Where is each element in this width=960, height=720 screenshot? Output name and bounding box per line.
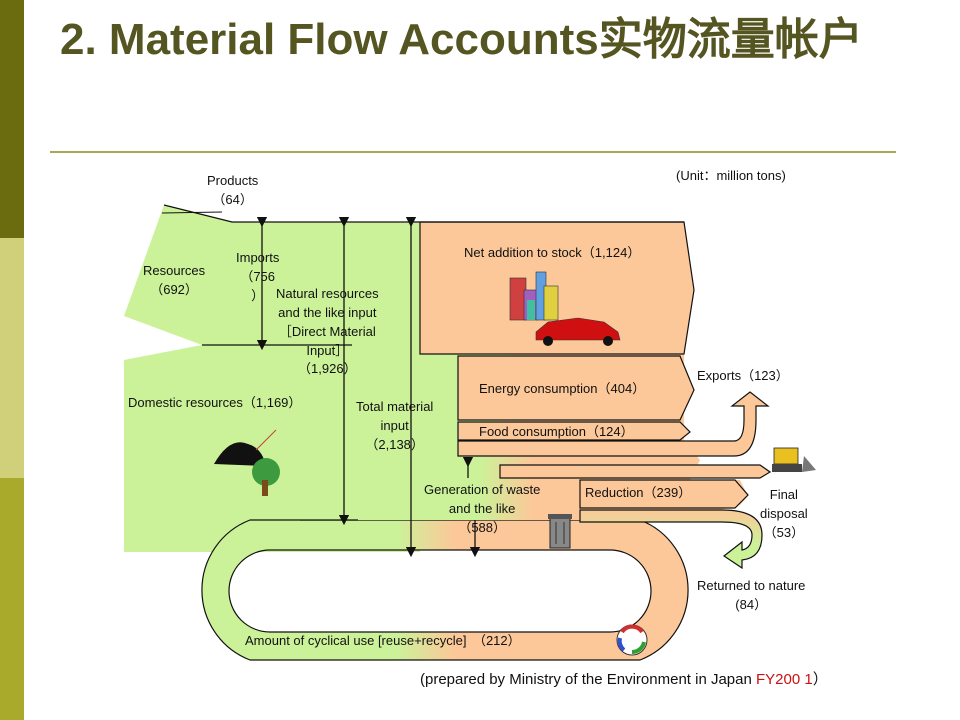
waste-value: （588） bbox=[458, 519, 507, 535]
products-value: （64） bbox=[212, 191, 253, 207]
energy-label: Energy consumption（404） bbox=[479, 381, 646, 396]
net-addition-label: Net addition to stock（1,124） bbox=[464, 245, 641, 260]
food-stream bbox=[457, 421, 691, 441]
energy-stream bbox=[457, 355, 695, 421]
exports-label: Exports（123） bbox=[697, 368, 789, 383]
car-icon bbox=[535, 317, 621, 346]
title-divider bbox=[50, 151, 896, 153]
rock-pile-icon bbox=[214, 442, 266, 466]
imports-label: Imports （756 ） bbox=[236, 249, 279, 306]
credit-suffix: ） bbox=[812, 671, 828, 688]
recycle-icon bbox=[616, 624, 648, 656]
returned-line: Returned to nature bbox=[697, 578, 806, 593]
resources-label-text: Resources bbox=[143, 263, 206, 278]
returned-value: (84） bbox=[735, 596, 768, 612]
bulldozer-icon bbox=[772, 447, 816, 472]
domestic-resources-label: Domestic resources（1,169） bbox=[128, 395, 302, 410]
waste-label: Generation of waste and the like （588） bbox=[424, 481, 540, 538]
sidebar-decoration bbox=[0, 0, 24, 720]
food-label: Food consumption（124） bbox=[479, 424, 634, 439]
reduction-label: Reduction（239） bbox=[585, 485, 692, 500]
unit-note: (Unit：million tons) bbox=[676, 168, 786, 183]
waste-line: and the like bbox=[448, 500, 516, 516]
natural-resources-line: Input］ bbox=[306, 342, 349, 358]
products-label-text: Products bbox=[207, 173, 259, 188]
final-disposal-value: （53） bbox=[763, 524, 805, 540]
total-input-line: Total material bbox=[356, 399, 434, 414]
imports-value: （756 bbox=[240, 268, 276, 284]
natural-resources-line: and the like input bbox=[278, 304, 377, 320]
natural-resources-value: （1,926） bbox=[298, 361, 357, 377]
total-input-line: input bbox=[380, 417, 409, 433]
waste-line: Generation of waste bbox=[424, 482, 541, 497]
final-disposal-stream bbox=[499, 464, 772, 479]
imports-value-close: ） bbox=[251, 287, 265, 303]
sidebar-segment bbox=[0, 238, 24, 478]
returned-stream bbox=[579, 509, 763, 570]
credit-prefix: (prepared by Ministry of the Environment… bbox=[420, 671, 756, 688]
final-disposal-line: disposal bbox=[760, 505, 808, 521]
total-input-label: Total material input （2,138） bbox=[356, 398, 433, 455]
exports-stream bbox=[457, 391, 770, 457]
sidebar-segment bbox=[0, 0, 24, 238]
final-disposal-line: Final bbox=[769, 487, 798, 502]
tree-icon bbox=[252, 458, 280, 496]
sidebar-segment bbox=[0, 478, 24, 720]
products-label: Products （64） bbox=[207, 172, 258, 210]
natural-resources-line: ［Direct Material bbox=[278, 323, 376, 339]
reduction-stream bbox=[579, 479, 749, 509]
trash-can-icon bbox=[548, 514, 572, 549]
products-pointer bbox=[161, 211, 223, 214]
resources-label: Resources （692） bbox=[143, 262, 205, 300]
total-input-value: （2,138） bbox=[365, 436, 424, 452]
cyclical-label: Amount of cyclical use [reuse+recycle] （… bbox=[245, 633, 521, 648]
credit-fiscal-year: FY200 1 bbox=[756, 671, 813, 688]
returned-label: Returned to nature (84） bbox=[697, 577, 805, 615]
imports-label-text: Imports bbox=[236, 250, 280, 265]
natural-resources-label: Natural resources and the like input ［Di… bbox=[276, 285, 379, 379]
credit-line: (prepared by Ministry of the Environment… bbox=[420, 668, 828, 689]
resources-value: （692） bbox=[150, 281, 198, 297]
input-outline bbox=[163, 204, 420, 223]
natural-resources-line: Natural resources bbox=[276, 286, 379, 301]
final-disposal-label: Final disposal （53） bbox=[760, 486, 808, 543]
slide-title: 2. Material Flow Accounts实物流量帐户 bbox=[60, 15, 863, 64]
buildings-icon bbox=[509, 271, 559, 321]
rock-pointer bbox=[255, 429, 277, 451]
